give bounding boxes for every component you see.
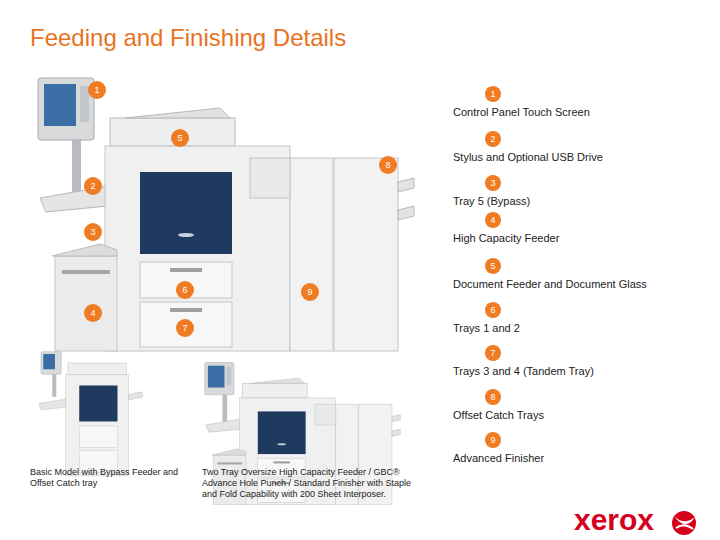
callout-number: 1 <box>88 81 106 99</box>
list-item: 2Stylus and Optional USB Drive <box>453 131 603 163</box>
callout-number: 3 <box>84 223 102 241</box>
callout-number: 2 <box>485 131 501 147</box>
callout-number: 2 <box>84 177 102 195</box>
callout-number: 1 <box>485 86 501 102</box>
callout-number: 7 <box>176 319 194 337</box>
callout-number: 7 <box>176 319 194 337</box>
feature-label: Tray 5 (Bypass) <box>453 195 530 207</box>
list-item: 1Control Panel Touch Screen <box>453 86 590 118</box>
list-item: 8Offset Catch Trays <box>453 389 544 421</box>
callout-number: 8 <box>485 389 501 405</box>
feature-label: Advanced Finisher <box>453 452 544 464</box>
list-item: 5Document Feeder and Document Glass <box>453 258 647 290</box>
callout-number: 6 <box>485 302 501 318</box>
callout-number: 4 <box>84 304 102 322</box>
callout-number: 1 <box>88 81 106 99</box>
callout-number: 8 <box>379 156 397 174</box>
callout-number: 2 <box>84 177 102 195</box>
photo-caption: Basic Model with Bypass Feeder and Offse… <box>30 467 190 489</box>
feature-label: Document Feeder and Document Glass <box>453 278 647 290</box>
callout-number: 7 <box>485 345 501 361</box>
list-item: 7Trays 3 and 4 (Tandem Tray) <box>453 345 594 377</box>
callout-number: 5 <box>485 258 501 274</box>
callout-number: 4 <box>84 304 102 322</box>
feature-label: Trays 3 and 4 (Tandem Tray) <box>453 365 594 377</box>
list-item: 9Advanced Finisher <box>453 432 544 464</box>
list-item: 6Trays 1 and 2 <box>453 302 520 334</box>
callout-number: 9 <box>485 432 501 448</box>
callout-number: 8 <box>379 156 397 174</box>
callout-number: 3 <box>84 223 102 241</box>
slide-title: Feeding and Finishing Details <box>30 24 346 52</box>
callout-number: 5 <box>171 129 189 147</box>
feature-label: Offset Catch Trays <box>453 409 544 421</box>
callout-number: 9 <box>301 283 319 301</box>
callout-number: 9 <box>301 283 319 301</box>
brand-logo: xerox <box>574 502 654 538</box>
list-item: 3Tray 5 (Bypass) <box>453 175 530 207</box>
callout-number: 5 <box>171 129 189 147</box>
callout-number: 6 <box>176 281 194 299</box>
feature-label: Control Panel Touch Screen <box>453 106 590 118</box>
feature-label: Stylus and Optional USB Drive <box>453 151 603 163</box>
callout-number: 4 <box>485 212 501 228</box>
feature-label: High Capacity Feeder <box>453 232 559 244</box>
callout-number: 3 <box>485 175 501 191</box>
callout-number: 6 <box>176 281 194 299</box>
photo-caption: Two Tray Oversize High Capacity Feeder /… <box>202 467 412 499</box>
feature-label: Trays 1 and 2 <box>453 322 520 334</box>
list-item: 4High Capacity Feeder <box>453 212 559 244</box>
